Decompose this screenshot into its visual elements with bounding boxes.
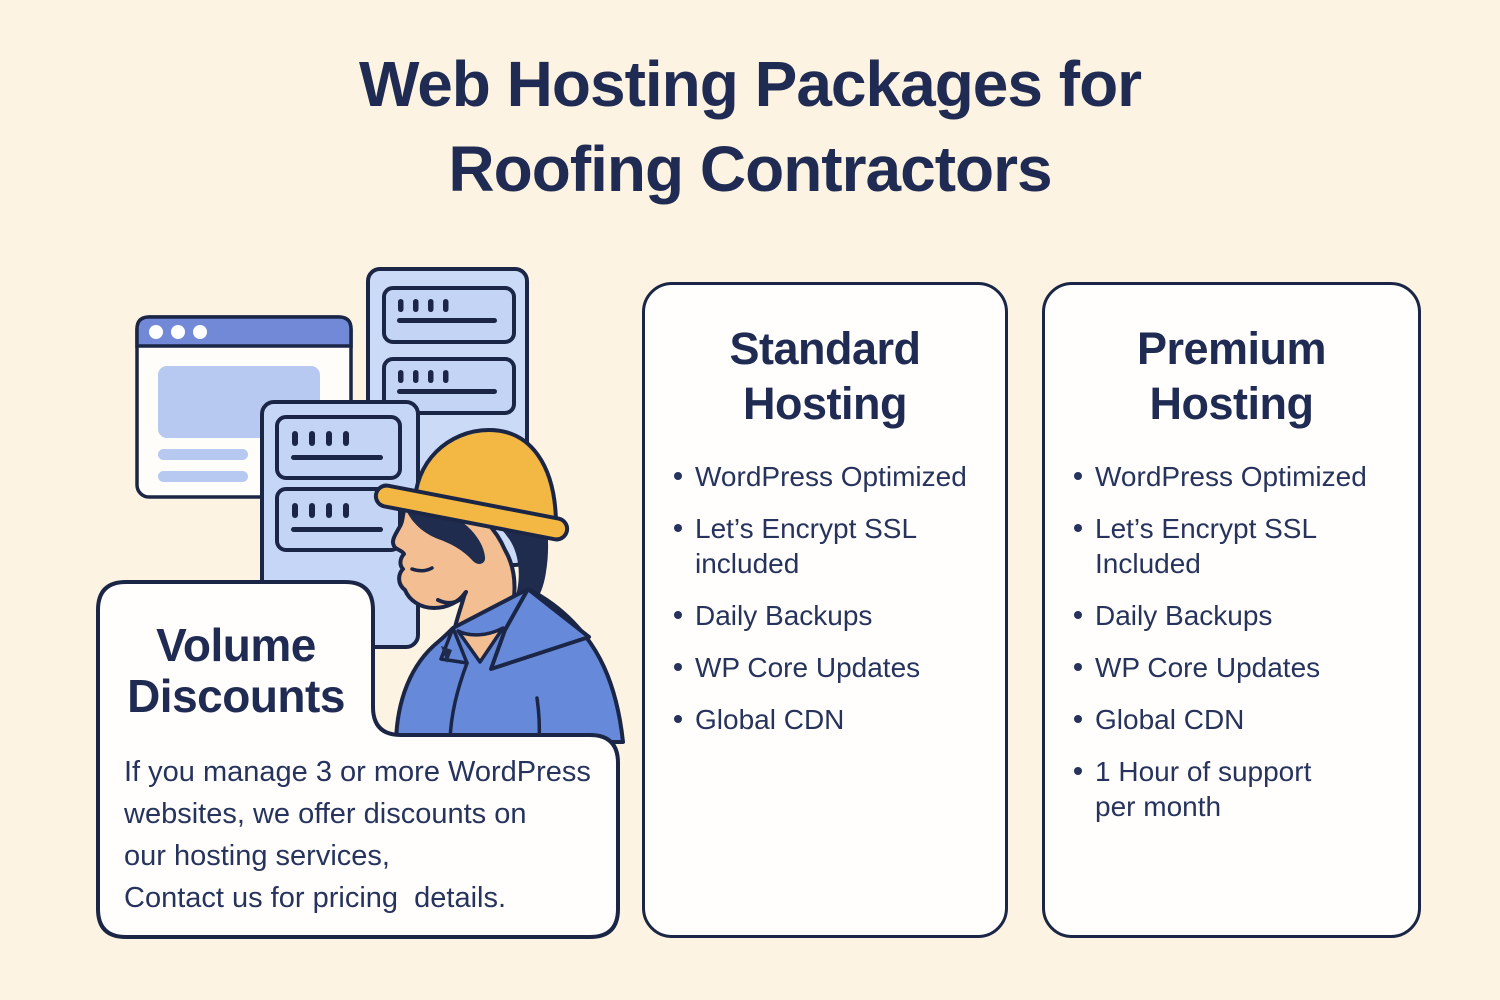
feature-item: Daily Backups [1074, 598, 1400, 633]
feature-list-premium: WordPress Optimized Let’s Encrypt SSL In… [1045, 459, 1418, 824]
card-title-standard: Standard Hosting [729, 323, 921, 429]
speech-bubble [96, 580, 620, 939]
construction-worker-icon [373, 428, 625, 744]
feature-item: WordPress Optimized [1074, 459, 1400, 494]
feature-item: WP Core Updates [674, 650, 987, 685]
feature-item: 1 Hour of support per month [1074, 754, 1400, 824]
feature-item: Daily Backups [674, 598, 987, 633]
feature-item: Let’s Encrypt SSL Included [1074, 511, 1400, 581]
feature-item: WP Core Updates [1074, 650, 1400, 685]
standard-hosting-card: Standard Hosting WordPress Optimized Let… [642, 282, 1008, 938]
feature-list-standard: WordPress Optimized Let’s Encrypt SSL in… [645, 459, 1005, 737]
feature-item: Let’s Encrypt SSL included [674, 511, 987, 581]
premium-hosting-card: Premium Hosting WordPress Optimized Let’… [1042, 282, 1421, 938]
volume-discounts-title: Volume Discounts [127, 619, 345, 722]
feature-item: Global CDN [674, 702, 987, 737]
feature-item: Global CDN [1074, 702, 1400, 737]
card-title-premium: Premium Hosting [1136, 323, 1327, 429]
page-title: Web Hosting Packages for Roofing Contrac… [358, 48, 1142, 205]
volume-discounts-body: If you manage 3 or more WordPress websit… [124, 756, 591, 914]
feature-item: WordPress Optimized [674, 459, 987, 494]
